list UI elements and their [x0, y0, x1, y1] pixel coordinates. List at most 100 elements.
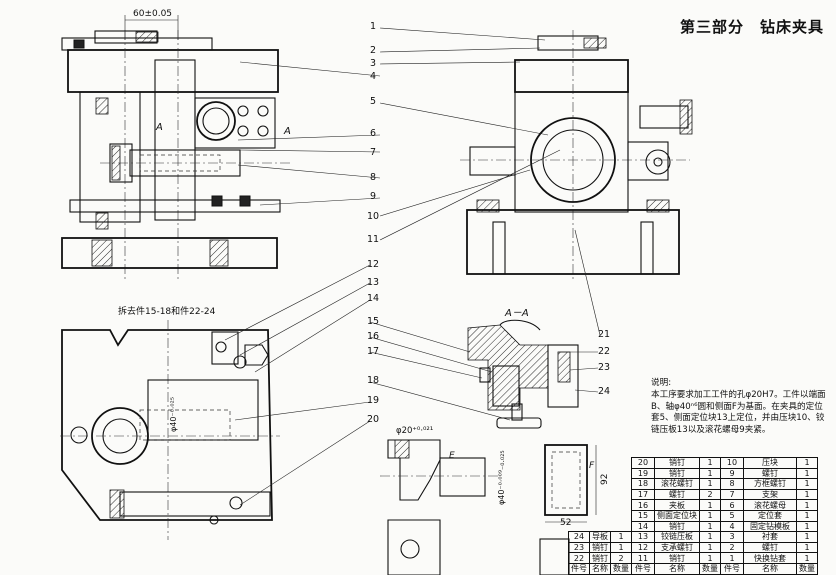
parts-list-cell: 1 — [796, 457, 818, 469]
parts-list-cell: 1 — [796, 499, 818, 511]
parts-list-cell: 方框螺钉 — [743, 478, 797, 490]
parts-list-cell: 17 — [631, 488, 655, 501]
detail-e — [380, 439, 500, 575]
parts-list-cell: 1 — [699, 541, 721, 554]
parts-list-cell: 支架 — [743, 488, 797, 501]
plan-view — [60, 320, 280, 540]
description-notes: 说明: 本工序要求加工工件的孔φ20H7。工件以端面B、轴φ40ⁿ⁶圆和侧面F为… — [651, 378, 829, 437]
callout-15: 15 — [367, 316, 380, 327]
parts-list-cell: 7 — [720, 488, 744, 501]
parts-list-cell: 1 — [796, 467, 818, 480]
callout-16: 16 — [367, 331, 380, 342]
shaft-tolerance-detail-label: φ40⁻⁰·⁰⁰⁹₋₀.₀₂₅ — [497, 450, 506, 505]
callout-5: 5 — [370, 96, 377, 107]
section-a-a — [467, 319, 579, 429]
parts-list-cell: 1 — [699, 531, 721, 543]
parts-list-cell: 20 — [631, 457, 655, 469]
parts-list-cell: 导板 — [589, 531, 611, 543]
parts-list-cell: 滚花螺母 — [743, 499, 797, 511]
section-marker-right: A — [284, 126, 291, 137]
title-block-frame — [539, 538, 570, 575]
notes-body: 本工序要求加工工件的孔φ20H7。工件以端面B、轴φ40ⁿ⁶圆和侧面F为基面。在… — [651, 389, 826, 436]
parts-list-cell: 夹板 — [654, 499, 700, 511]
parts-list-cell: 固定钻模板 — [743, 520, 797, 533]
parts-list-cell: 23 — [568, 541, 590, 554]
callout-1: 1 — [370, 21, 377, 32]
callout-8: 8 — [370, 172, 377, 183]
callout-4: 4 — [370, 71, 377, 82]
callout-17: 17 — [367, 346, 380, 357]
parts-list-spacer — [569, 489, 632, 500]
parts-list-cell: 1 — [796, 478, 818, 490]
shaft-tolerance-label: φ40⁻⁰·⁰²⁵ — [169, 396, 178, 432]
hole-tolerance-label: φ20⁺⁰·⁰²¹ — [396, 426, 434, 436]
parts-list-cell: 铰链压板 — [654, 531, 700, 543]
parts-list-cell: 12 — [631, 541, 655, 554]
parts-list-cell: 1 — [796, 541, 818, 554]
parts-list-cell: 1 — [796, 552, 818, 564]
parts-list-cell: 销钉 — [589, 541, 611, 554]
parts-list-cell: 销钉 — [654, 467, 700, 480]
callout-19: 19 — [367, 395, 380, 406]
parts-list-cell: 螺钉 — [743, 541, 797, 554]
parts-list-cell: 侧面定位块 — [654, 509, 700, 522]
parts-list-cell: 销钉 — [589, 552, 611, 564]
parts-list-cell: 1 — [796, 520, 818, 533]
callout-13: 13 — [367, 277, 380, 288]
parts-list-header-cell: 名称 — [589, 562, 611, 575]
parts-list-cell: 15 — [631, 509, 655, 522]
parts-list-cell: 19 — [631, 467, 655, 480]
parts-list-header-cell: 件号 — [631, 562, 655, 575]
surface-e-label: E — [449, 451, 455, 461]
parts-list-cell: 定位套 — [743, 509, 797, 522]
parts-list-spacer — [569, 510, 632, 521]
parts-list-cell: 1 — [699, 478, 721, 490]
parts-list-cell: 24 — [568, 531, 590, 543]
parts-list-cell: 快换钻套 — [743, 552, 797, 564]
parts-list-cell: 9 — [720, 467, 744, 480]
parts-list-cell: 滚花螺钉 — [654, 478, 700, 490]
parts-list-cell: 14 — [631, 520, 655, 533]
parts-list-cell: 螺钉 — [743, 467, 797, 480]
callout-24: 24 — [598, 386, 611, 397]
parts-list-cell: 13 — [631, 531, 655, 543]
callout-22: 22 — [598, 346, 611, 357]
parts-list-cell: 1 — [699, 467, 721, 480]
parts-list-cell: 衬套 — [743, 531, 797, 543]
parts-list-cell: 11 — [631, 552, 655, 564]
callout-10: 10 — [367, 211, 380, 222]
notes-heading: 说明: — [651, 378, 672, 388]
parts-list-cell: 1 — [699, 520, 721, 533]
parts-list-cell: 1 — [610, 531, 632, 543]
parts-list-header-cell: 数量 — [796, 562, 818, 575]
callout-20: 20 — [367, 414, 380, 425]
parts-list-cell: 10 — [720, 457, 744, 469]
parts-list-cell: 1 — [796, 509, 818, 522]
callout-23: 23 — [598, 362, 611, 373]
callout-9: 9 — [370, 191, 377, 202]
parts-list-cell: 8 — [720, 478, 744, 490]
parts-list-cell: 销钉 — [654, 552, 700, 564]
callout-18: 18 — [367, 375, 380, 386]
parts-list-header-cell: 件号 — [568, 562, 590, 575]
parts-list-cell: 1 — [720, 552, 744, 564]
parts-list-header-cell: 件号 — [720, 562, 744, 575]
side-view — [460, 30, 693, 282]
detail-f — [544, 444, 597, 523]
parts-list-spacer — [569, 468, 632, 479]
parts-list-cell: 5 — [720, 509, 744, 522]
callout-21: 21 — [598, 329, 611, 340]
parts-list-header-cell: 名称 — [654, 562, 700, 575]
callout-6: 6 — [370, 128, 377, 139]
dimension-52: 52 — [560, 518, 572, 528]
parts-list-cell: 3 — [720, 531, 744, 543]
parts-list-header-cell: 数量 — [699, 562, 721, 575]
parts-list-cell: 螺钉 — [654, 488, 700, 501]
